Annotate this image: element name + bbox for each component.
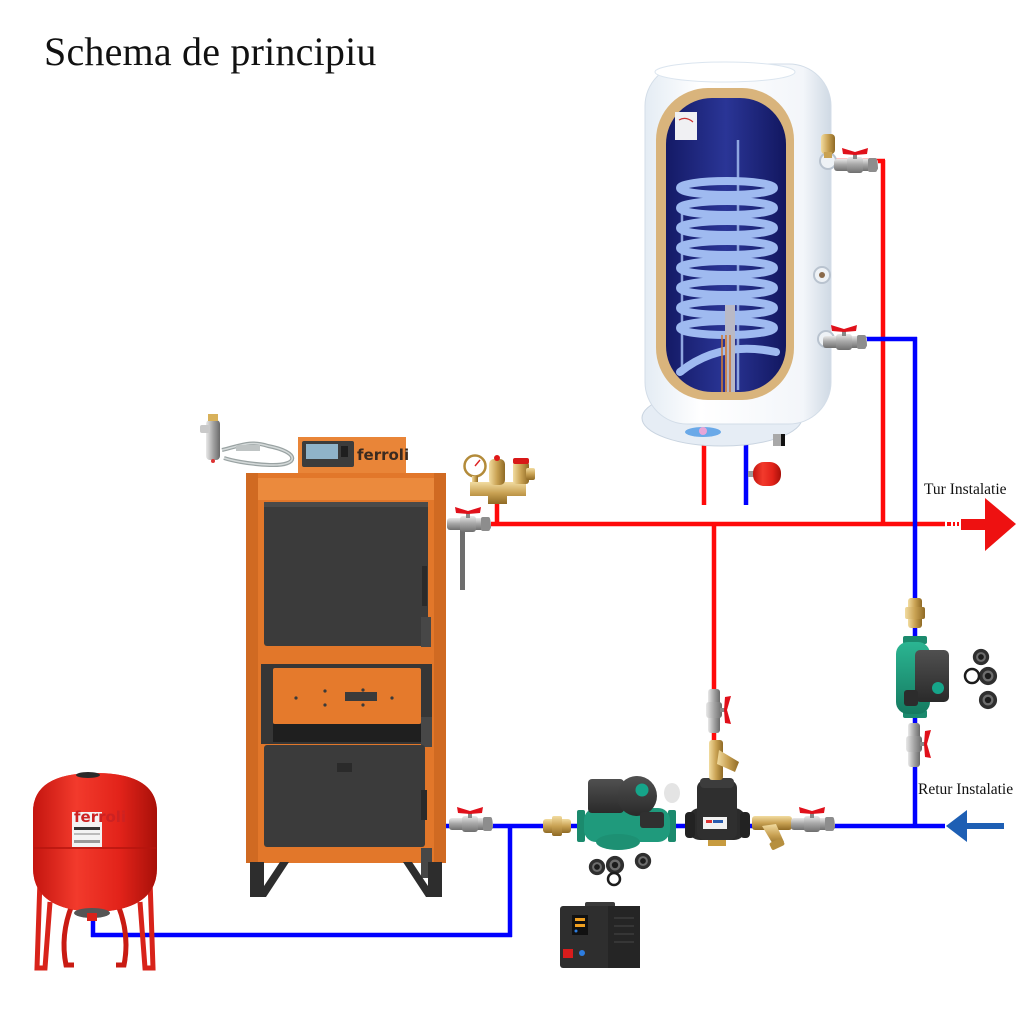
voltage-stabilizer [560, 902, 640, 968]
boiler: ferroli [246, 437, 446, 897]
return-y-strainer [752, 816, 792, 850]
boiler-left-leg [250, 862, 289, 897]
boiler-air-damper[interactable] [337, 763, 352, 772]
riser-pump-speed-knob[interactable] [932, 682, 944, 694]
stabilizer-power-switch[interactable] [563, 949, 573, 958]
boiler-lower-door[interactable] [264, 745, 425, 847]
supply-arrow-icon [961, 498, 1016, 551]
boiler-return-valve[interactable] [449, 807, 493, 832]
installation-return-valve[interactable] [791, 807, 835, 832]
boiler-drawer-slot[interactable] [345, 692, 377, 701]
installation-circulation-pump [896, 636, 949, 718]
tank-heating-coil [676, 177, 780, 376]
tank-heating-element-copper [721, 335, 731, 392]
boiler-upper-door[interactable] [264, 502, 428, 646]
bypass-valve[interactable] [706, 689, 731, 733]
riser-valve[interactable] [906, 723, 931, 767]
bypass-y-strainer [709, 740, 739, 780]
boiler-pump-fittings [588, 852, 652, 887]
hot-water-tank [641, 61, 837, 447]
safety-relief-valve [513, 462, 529, 484]
tank-drain-tap [773, 434, 785, 446]
boiler-safety-group [463, 454, 535, 504]
air-vent [821, 134, 835, 158]
boiler-upper-door-handle[interactable] [422, 566, 427, 606]
boiler-return-check-valve [543, 816, 571, 836]
boiler-brand-logo: ferroli [357, 446, 409, 464]
return-arrow-icon [946, 810, 1004, 842]
thermal-safety-valve [200, 414, 295, 468]
tank-thermometer-card [675, 112, 697, 140]
boiler-supply-valve[interactable] [447, 507, 491, 532]
heating-expansion-vessel: ferroli [33, 772, 157, 971]
return-label: Retur Instalatie [918, 781, 1014, 798]
boiler-display [306, 444, 338, 459]
boiler-circulation-pump [577, 776, 680, 850]
supply-label: Tur Instalatie [924, 481, 1007, 498]
svg-text:ferroli: ferroli [74, 808, 126, 826]
tank-coil-supply-valve[interactable] [834, 148, 878, 173]
pump-speed-knob[interactable] [635, 783, 649, 797]
thermometer-probe [460, 528, 465, 590]
pump-motor [588, 779, 624, 813]
stabilizer-button[interactable] [579, 950, 585, 956]
page-title: Schema de principiu [44, 29, 377, 74]
boiler-power-switch[interactable] [341, 446, 348, 457]
sanitary-expansion-vessel [748, 462, 781, 486]
boiler-right-leg [403, 862, 442, 897]
thermostatic-mixing-valve [685, 778, 750, 846]
riser-check-valve [905, 598, 925, 628]
riser-pump-fittings [963, 648, 998, 710]
